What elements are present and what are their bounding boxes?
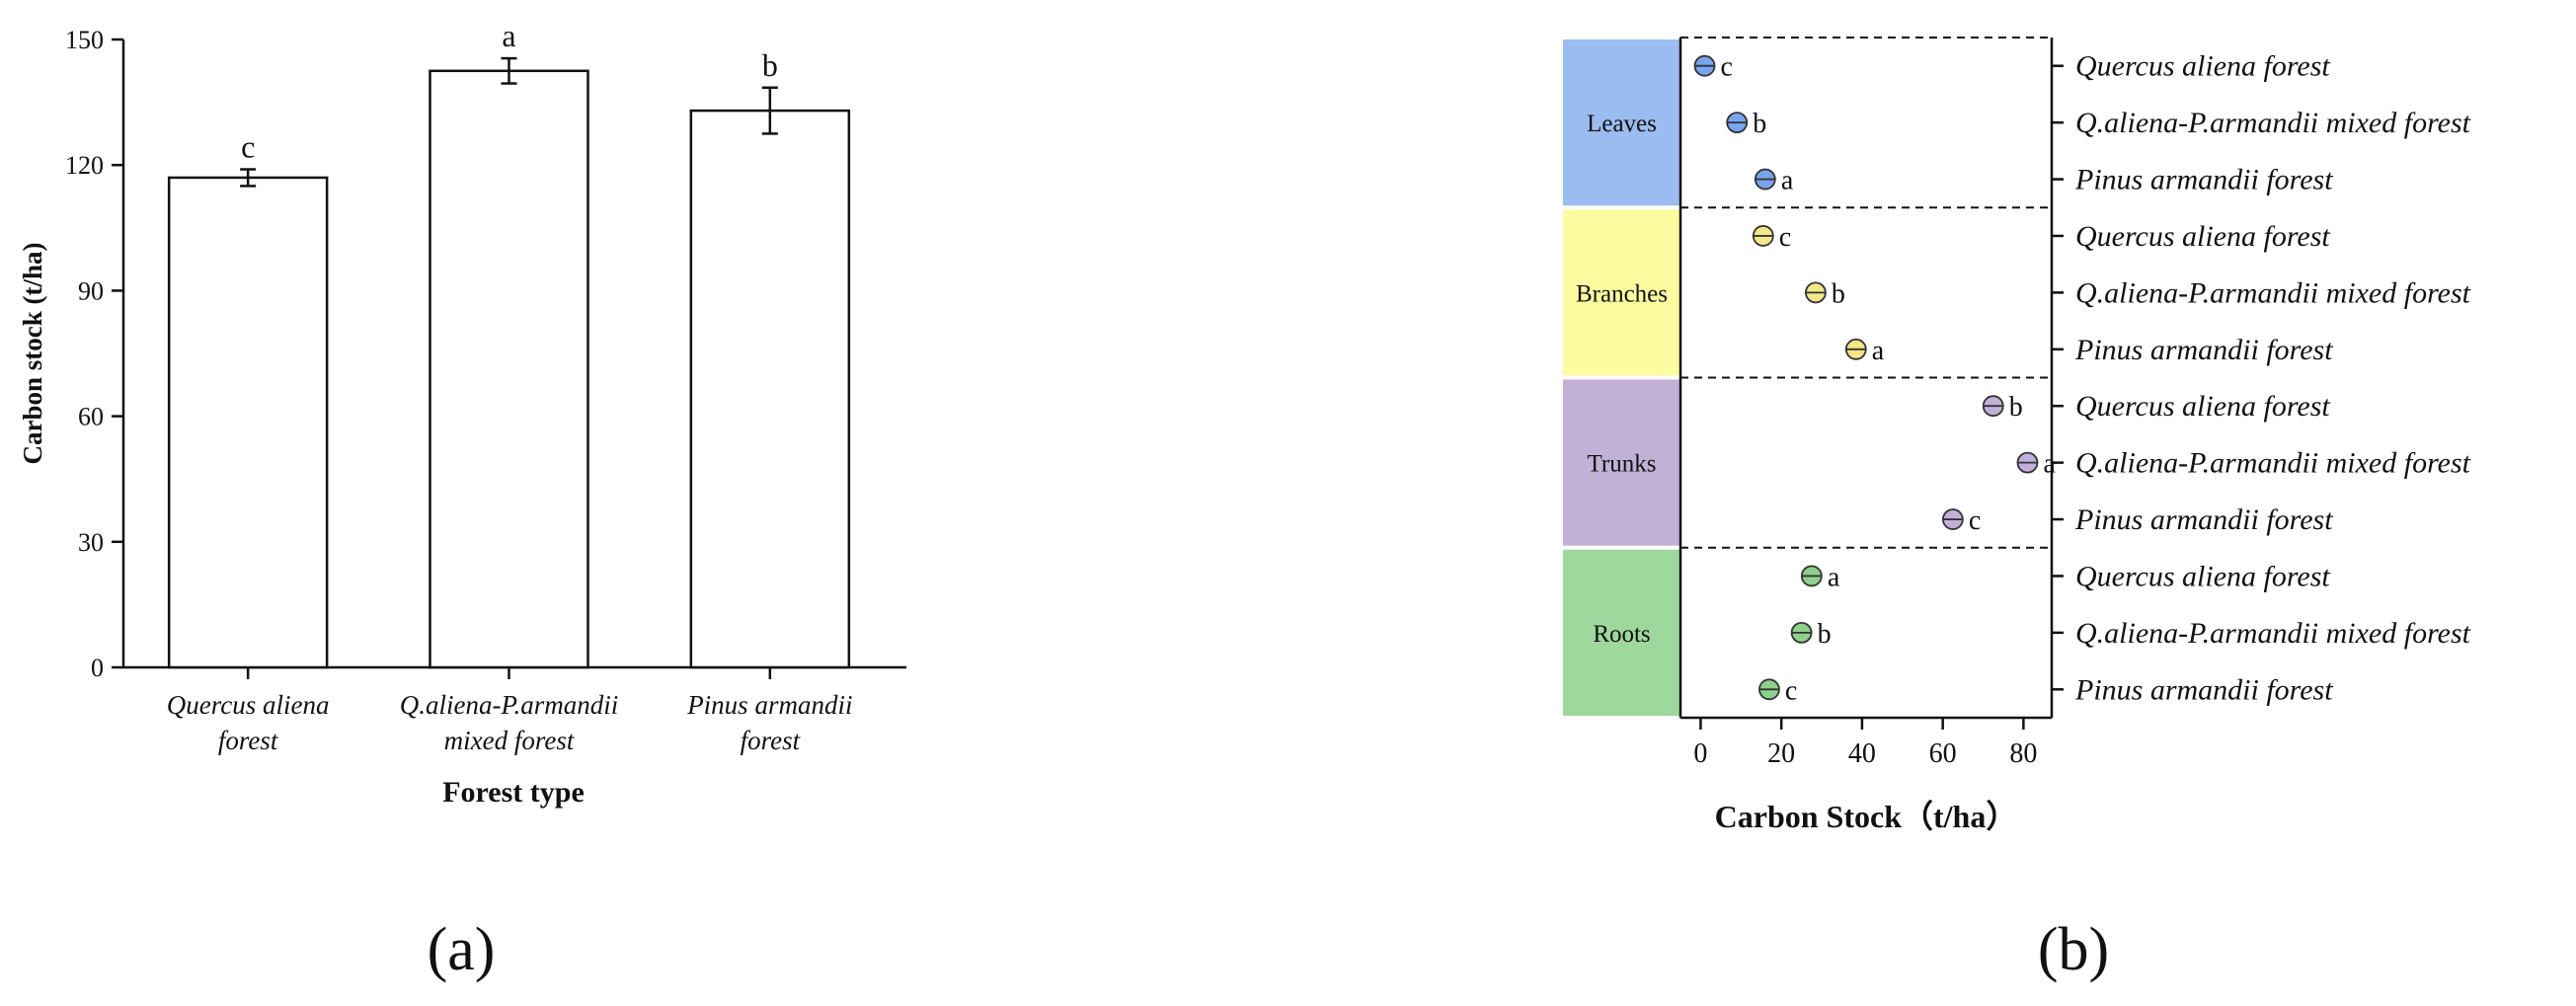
panel-a-y-label: Carbon stock (t/ha) [18,242,47,464]
significance-letter: a [502,18,515,53]
x-tick-label: 40 [1848,738,1876,769]
y-tick-label: 60 [78,403,104,431]
bar [689,109,851,669]
x-tick-label: 80 [2009,738,2037,769]
row-label: Q.aliena-P.armandii mixed forest [2075,276,2471,309]
x-tick-label: 0 [1693,738,1707,769]
panel-b-x-ticks: 0 20 40 60 80 [1693,718,2037,769]
group-band [1563,209,1680,376]
panel-a: Carbon stock (t/ha) Forest type (a) 0 30 6… [18,18,906,983]
row-label: Quercus aliena forest [2075,560,2330,592]
panel-b-dividers [1680,206,2052,549]
row-label: Quercus aliena forest [2075,390,2330,423]
significance-letter: c [1721,52,1733,83]
panel-a-x-label: Forest type [442,776,585,809]
category-label: mixed forest [444,726,576,755]
x-tick-label: 20 [1767,738,1795,769]
group-band [1563,379,1680,546]
bar [429,69,589,669]
x-tick-label: 60 [1929,738,1957,769]
category-label: Q.aliena-P.armandii [400,690,619,720]
significance-letter: a [1781,166,1794,196]
significance-letter: a [1828,562,1840,592]
panel-a-y-ticks: 0 30 60 90 120 150 [65,26,123,682]
panel-a-category-labels: Quercus aliena forest Q.aliena-P.armandii m… [167,667,852,755]
significance-letter: c [1969,505,1981,536]
panel-b-x-label: Carbon Stock（t/ha） [1715,799,2018,834]
row-label: Pinus armandii forest [2074,673,2333,706]
significance-letter: b [2009,392,2023,423]
group-label: Branches [1576,280,1668,307]
y-tick-label: 150 [65,26,104,54]
y-tick-label: 90 [78,276,104,305]
y-tick-label: 120 [65,151,104,180]
panel-b-label: (b) [2038,916,2109,983]
row-label: Pinus armandii forest [2074,164,2333,196]
row-label: Pinus armandii forest [2074,334,2333,366]
row-label: Q.aliena-P.armandii mixed forest [2075,617,2471,650]
row-label: Pinus armandii forest [2074,503,2333,536]
significance-letter: b [1818,619,1832,650]
row-label: Quercus aliena forest [2075,50,2330,83]
group-band [1563,39,1680,206]
y-tick-label: 30 [78,528,104,557]
group-label: Leaves [1587,111,1657,137]
group-label: Roots [1593,621,1650,648]
significance-letter: c [1779,222,1791,253]
panel-b-row-labels: Quercus aliena forestQ.aliena-P.armandii… [2052,50,2471,706]
row-label: Q.aliena-P.armandii mixed forest [2075,107,2471,139]
y-tick-label: 0 [91,654,104,682]
significance-letter: a [2043,449,2056,480]
row-label: Q.aliena-P.armandii mixed forest [2075,447,2471,480]
significance-letter: c [241,128,255,164]
row-label: Quercus aliena forest [2075,220,2330,253]
bar [167,176,329,669]
category-label: forest [741,726,802,755]
group-band [1563,549,1680,716]
panel-a-bars: c a b [167,18,851,669]
significance-letter: c [1785,675,1797,706]
significance-letter: b [762,47,778,83]
significance-letter: a [1872,336,1885,366]
category-label: Quercus aliena [167,690,330,720]
significance-letter: b [1832,278,1845,309]
panel-a-label: (a) [428,916,496,983]
category-label: forest [218,726,279,755]
significance-letter: b [1753,109,1766,139]
category-label: Pinus armandii [686,690,852,720]
group-label: Trunks [1588,451,1657,478]
